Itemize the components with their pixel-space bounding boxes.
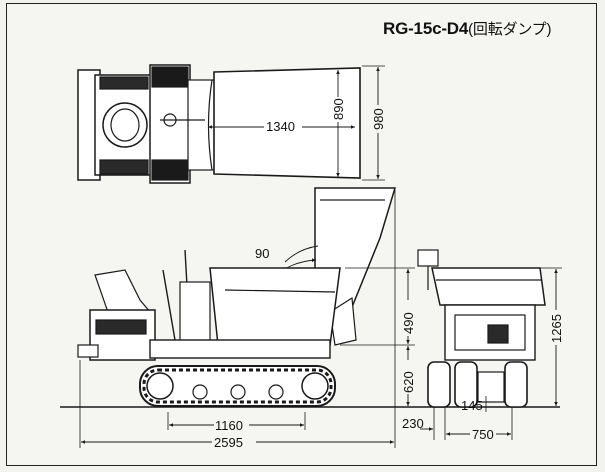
front-panel — [487, 324, 509, 344]
side-frame — [149, 339, 331, 359]
top-seat-inner — [110, 108, 140, 142]
dim-1160: 1160 — [215, 418, 243, 433]
front-right-track — [504, 361, 528, 408]
top-turntable — [187, 79, 219, 171]
front-beacon — [417, 249, 439, 267]
top-dump-bed — [213, 67, 361, 179]
front-center-frame — [477, 371, 505, 403]
side-lever-1 — [162, 269, 176, 341]
side-track-treads — [142, 368, 333, 404]
side-view: 90 — [60, 187, 560, 450]
dim-490: 490 — [401, 312, 416, 334]
top-view: 1340 890 980 — [77, 64, 386, 184]
dim-980: 980 — [371, 108, 386, 130]
dim-230: 230 — [402, 416, 424, 431]
top-rear-upper-shade — [99, 76, 149, 90]
front-grille — [454, 314, 526, 351]
side-roller-1 — [192, 384, 208, 400]
side-control-tower — [179, 281, 211, 343]
dim-145: 145 — [461, 398, 483, 413]
side-idler — [301, 372, 329, 400]
side-roller-2 — [230, 384, 246, 400]
top-lower-track-block — [151, 159, 189, 181]
top-seat — [102, 102, 148, 148]
front-left-track-2 — [454, 361, 478, 408]
side-bed-pivot — [329, 296, 357, 346]
dim-620: 620 — [401, 371, 416, 393]
model-variant: (回転ダンプ) — [468, 21, 552, 38]
side-engine-hood — [89, 309, 156, 361]
front-left-track — [427, 361, 451, 408]
top-upper-track-block — [151, 66, 189, 88]
top-rear-lower-shade — [99, 159, 149, 175]
model-name: RG-15c-D4 — [383, 19, 469, 38]
dim-890: 890 — [331, 98, 346, 120]
top-bed-curve — [207, 79, 213, 171]
side-sprocket — [146, 372, 174, 400]
side-engine-vent — [95, 319, 147, 335]
side-bed-rib — [224, 289, 336, 293]
front-bed — [431, 267, 546, 306]
dim-1265: 1265 — [549, 314, 564, 343]
dim-90: 90 — [255, 246, 269, 261]
front-view: 1265 145 230 750 — [402, 249, 564, 442]
side-roller-3 — [268, 384, 284, 400]
dim-750: 750 — [472, 427, 494, 442]
drawing-title: RG-15c-D4(回転ダンプ) — [383, 18, 551, 39]
dim-2595: 2595 — [214, 435, 243, 450]
side-lowered-bed — [209, 267, 341, 346]
dim-1340: 1340 — [266, 119, 295, 134]
angle-arc — [284, 245, 319, 263]
side-rear-step — [77, 344, 99, 358]
